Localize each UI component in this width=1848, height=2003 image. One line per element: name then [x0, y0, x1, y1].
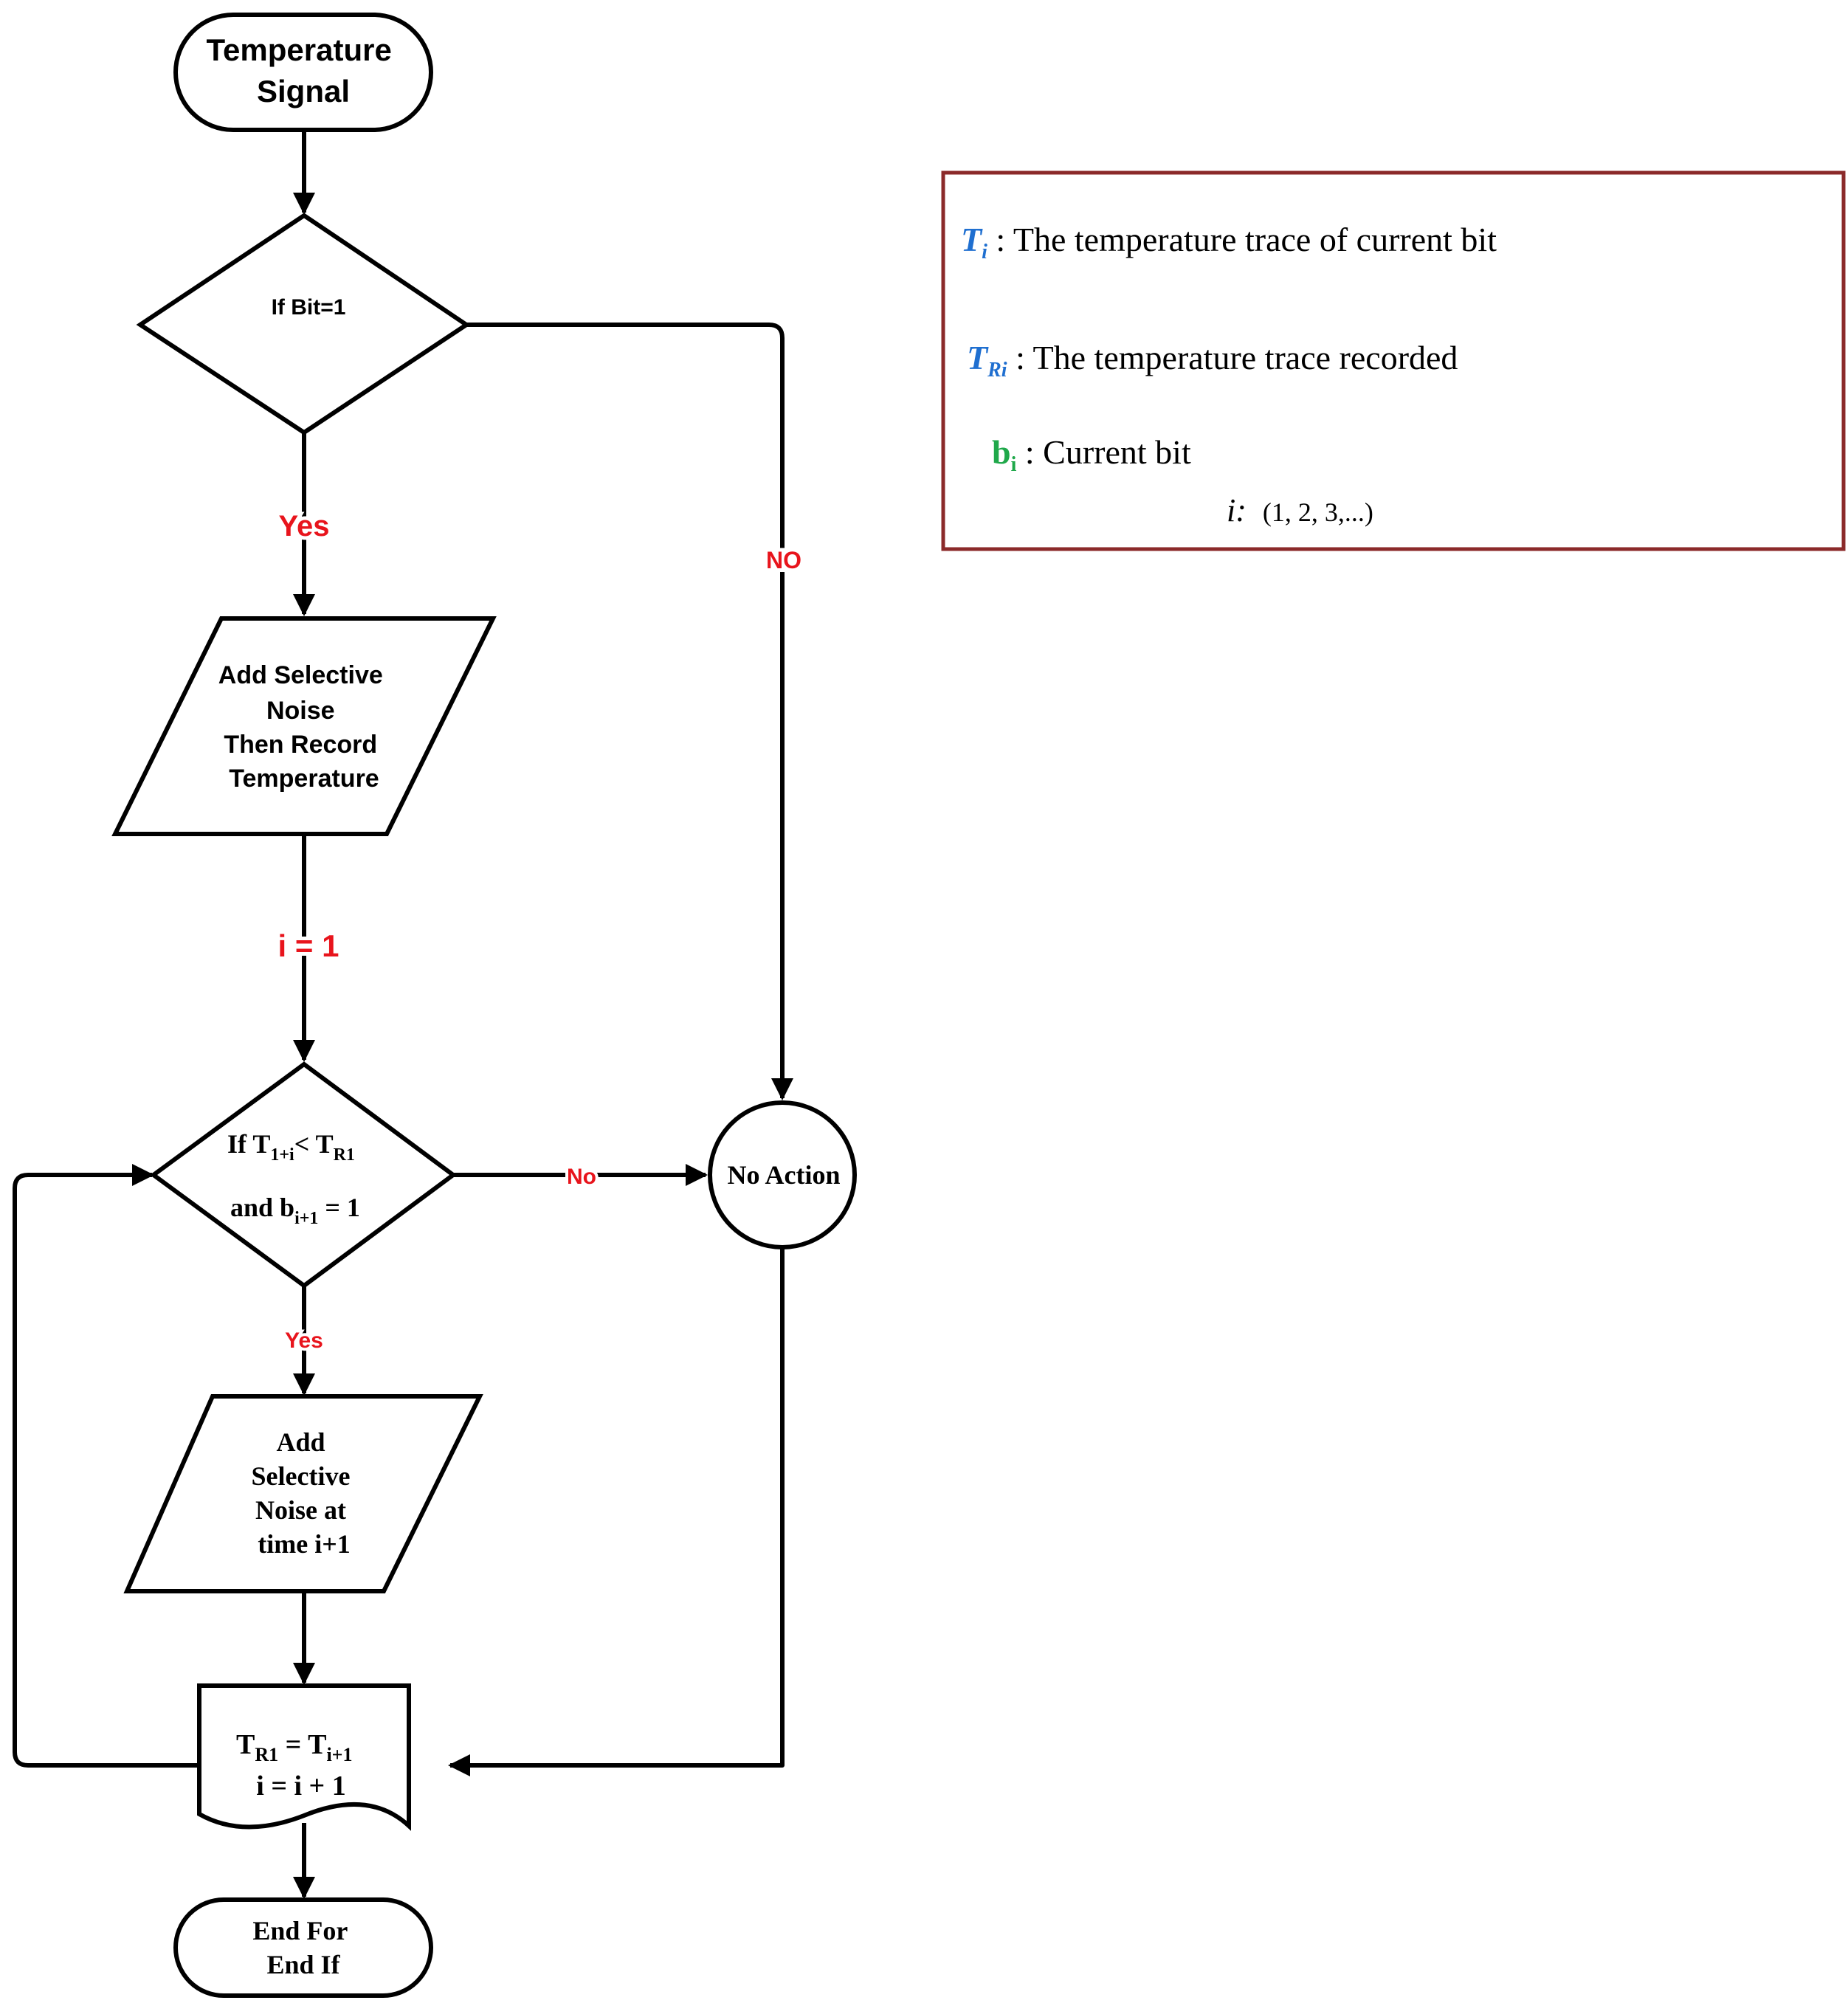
decision-compare: If T1+i< TR1 and bi+1 = 1	[149, 1061, 458, 1289]
legend-bi: bi : Current bit	[992, 433, 1191, 476]
process-add-noise: Add Selective Noise Then Record Temperat…	[111, 616, 497, 836]
process-add-noise-time: Add Selective Noise at time i+1	[123, 1394, 483, 1593]
start-line-2: Signal	[257, 74, 350, 108]
process-noise-time-line-2: Selective	[252, 1461, 351, 1491]
label-no-bit: NO	[766, 547, 801, 573]
start-line-1: Temperature	[207, 32, 392, 67]
process-noise-time-line-4: time i+1	[258, 1529, 350, 1559]
label-yes-bit: Yes	[279, 510, 330, 542]
decision-compare-line-2: and bi+1 = 1	[230, 1193, 360, 1228]
svg-text:Add Selective Nois: Add Selective Noise at time i+1	[252, 1427, 357, 1559]
legend-index: i:(1, 2, 3,...)	[1227, 492, 1373, 528]
process-noise-time-line-3: Noise at	[255, 1495, 346, 1525]
legend-ti: Ti : The temperature trace of current bi…	[961, 221, 1497, 263]
process-noise-time-line-1: Add	[276, 1427, 325, 1457]
end-terminator: End For End If	[173, 1897, 433, 1998]
start-terminator: Temperature Signal	[173, 13, 433, 132]
legend-box: Ti : The temperature trace of current bi…	[941, 170, 1846, 551]
decision-bit: If Bit=1	[136, 213, 471, 435]
label-no-compare: No	[567, 1165, 596, 1189]
update-line-1: TR1 = Ti+1	[236, 1729, 353, 1765]
process-noise-line-2: Noise	[266, 697, 335, 725]
end-line-1: End For	[252, 1916, 348, 1945]
decision-bit-label: If Bit=1	[272, 295, 346, 320]
process-noise-line-1: Add Selective	[218, 661, 383, 689]
no-action-connector: No Action	[708, 1100, 857, 1249]
svg-text:End For End If: End For End If	[252, 1916, 354, 1979]
edge-loop-back	[13, 1164, 198, 1768]
label-yes-compare: Yes	[285, 1328, 323, 1353]
legend-tri: TRi : The temperature trace recorded	[967, 339, 1458, 382]
edge-bit-no	[466, 323, 793, 1100]
process-noise-line-3: Then Record	[224, 731, 377, 759]
edge-noaction-to-update	[448, 1247, 785, 1776]
update-document: TR1 = Ti+1 i = i + 1	[197, 1683, 411, 1831]
label-i-equals-1: i = 1	[278, 928, 339, 963]
no-action-label: No Action	[728, 1160, 841, 1190]
process-noise-line-4: Temperature	[229, 765, 379, 793]
svg-text:Add Selective Noise: Add Selective Noise Then Record Temperat…	[218, 661, 390, 793]
end-line-2: End If	[266, 1950, 340, 1979]
update-line-2: i = i + 1	[256, 1771, 345, 1802]
svg-text:Temperature Signal: Temperature Signal	[207, 32, 401, 108]
decision-compare-line-1: If T1+i< TR1	[227, 1129, 355, 1165]
